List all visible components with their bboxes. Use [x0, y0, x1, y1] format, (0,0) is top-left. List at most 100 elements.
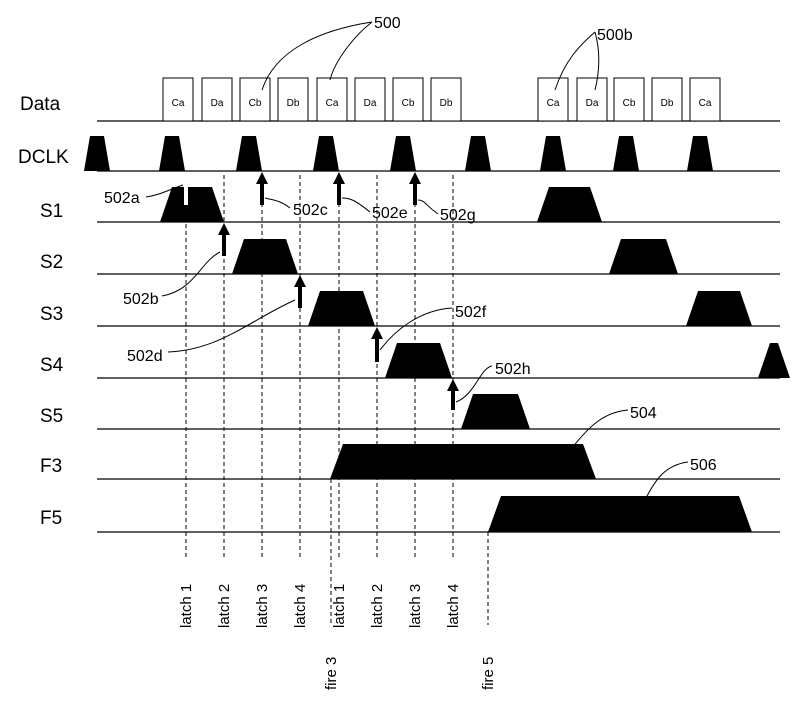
dclk-pulse	[236, 136, 262, 171]
signal-label-f3: F3	[40, 456, 62, 477]
signal-label-s1: S1	[40, 201, 63, 222]
data-cell	[689, 77, 721, 122]
leader-500	[329, 21, 373, 81]
dclk-pulse	[84, 136, 110, 171]
data-cell	[354, 77, 386, 122]
leader-506	[644, 461, 689, 501]
data-cell-label: Da	[586, 98, 599, 109]
dclk-pulse	[313, 136, 339, 171]
leader-502g	[417, 199, 439, 215]
dclk-pulse	[687, 136, 713, 171]
data-cell-label: Da	[364, 98, 377, 109]
arrow-502b	[218, 223, 230, 256]
dclk-pulse	[159, 136, 185, 171]
ref-label-500b: 500b	[597, 27, 633, 44]
data-cell-label: Db	[661, 98, 674, 109]
data-cell-label: Db	[287, 98, 300, 109]
ref-label-502h: 502h	[495, 361, 531, 378]
arrow-502e	[333, 172, 345, 205]
dclk-pulse	[613, 136, 639, 171]
data-cell-label: Cb	[623, 98, 636, 109]
data-cell-label: Cb	[249, 98, 262, 109]
data-cell	[277, 77, 309, 122]
ref-label-502f: 502f	[455, 304, 487, 321]
latch-marker-label: latch 2	[216, 584, 233, 628]
data-cell	[239, 77, 271, 122]
ref-label-500: 500	[374, 15, 401, 32]
f5-pulse	[488, 496, 752, 532]
data-cell-label: Db	[440, 98, 453, 109]
ref-label-506: 506	[690, 457, 717, 474]
fire-marker-label: fire 3	[323, 657, 340, 690]
signal-label-s2: S2	[40, 252, 63, 273]
signal-label-data: Data	[20, 94, 61, 115]
arrow-502h	[447, 379, 459, 410]
fire-marker-label: fire 5	[480, 657, 497, 690]
ref-label-502c: 502c	[293, 202, 328, 219]
latch-marker-label: latch 1	[331, 584, 348, 628]
leader-502f	[379, 307, 453, 351]
data-cell	[392, 77, 424, 122]
data-cell	[201, 77, 233, 122]
signal-label-dclk: DCLK	[18, 147, 69, 168]
arrow-502c	[256, 172, 268, 205]
ref-label-502a: 502a	[104, 190, 140, 207]
ref-label-502e: 502e	[372, 205, 408, 222]
s2-pulse	[609, 239, 678, 274]
signal-label-s3: S3	[40, 304, 63, 325]
leader-500b	[554, 31, 596, 91]
leader-504	[571, 409, 629, 449]
arrow-502f	[371, 327, 383, 362]
data-cell	[613, 77, 645, 122]
arrow-502g	[409, 172, 421, 205]
leader-502e	[341, 197, 371, 213]
dclk-pulse	[540, 136, 566, 171]
signal-label-s4: S4	[40, 355, 64, 376]
s2-pulse	[232, 239, 298, 274]
s3-pulse	[308, 291, 375, 326]
s1-pulse	[537, 187, 602, 222]
data-cell	[537, 77, 569, 122]
latch-marker-label: latch 4	[445, 584, 462, 628]
s4-pulse	[758, 343, 790, 378]
dclk-pulse	[390, 136, 416, 171]
leader-502h	[455, 365, 493, 403]
leader-502b	[161, 251, 221, 297]
arrow-502a	[180, 172, 192, 205]
leader-502d	[167, 299, 296, 353]
data-cell	[651, 77, 683, 122]
ref-label-502d: 502d	[127, 348, 163, 365]
data-cell-label: Da	[211, 98, 224, 109]
ref-label-504: 504	[630, 405, 657, 422]
s1-pulse	[160, 187, 224, 222]
leader-502a	[145, 184, 184, 198]
s4-pulse	[385, 343, 452, 378]
signal-label-s5: S5	[40, 406, 63, 427]
leader-500b	[594, 31, 600, 91]
latch-marker-label: latch 3	[254, 584, 271, 628]
dclk-pulse	[465, 136, 491, 171]
data-cell	[576, 77, 608, 122]
data-cell-label: Ca	[699, 98, 712, 109]
latch-marker-label: latch 2	[369, 584, 386, 628]
latch-marker-label: latch 3	[407, 584, 424, 628]
signal-label-f5: F5	[40, 508, 62, 529]
ref-label-502b: 502b	[123, 291, 159, 308]
leader-500	[261, 21, 373, 91]
f3-pulse	[330, 444, 596, 479]
leader-502c	[264, 197, 291, 209]
data-cell	[162, 77, 194, 122]
data-cell	[316, 77, 348, 122]
data-cell-label: Ca	[547, 98, 560, 109]
data-cell-label: Ca	[172, 98, 185, 109]
latch-marker-label: latch 1	[178, 584, 195, 628]
s3-pulse	[686, 291, 752, 326]
ref-label-502g: 502g	[440, 207, 476, 224]
data-cell-label: Ca	[326, 98, 339, 109]
arrow-502d	[294, 275, 306, 308]
data-cell	[430, 77, 462, 122]
data-cell-label: Cb	[402, 98, 415, 109]
s5-pulse	[461, 394, 530, 429]
